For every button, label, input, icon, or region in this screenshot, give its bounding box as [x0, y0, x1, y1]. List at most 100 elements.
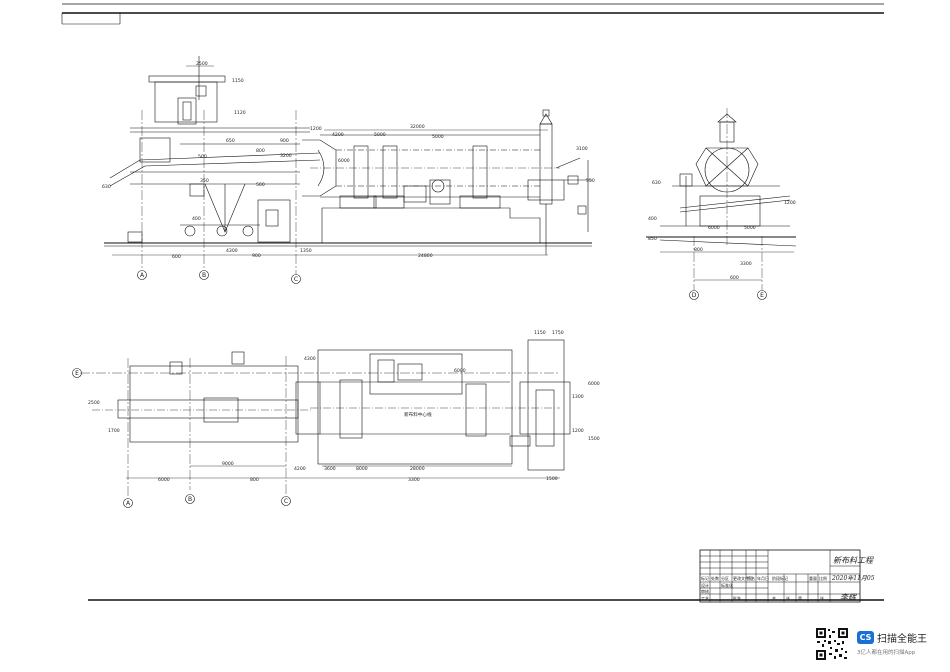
elevation-dimension: 4300 — [226, 248, 238, 254]
project-title: 新布料工程 — [833, 556, 874, 565]
title-block-cell: 标记 — [701, 575, 709, 581]
plan-dimension: 8000 — [356, 466, 368, 472]
elevation-dimension: 5000 — [432, 134, 444, 140]
side-dimension-labels: 1200 630 400 850 6000 5000 800 3300 600 — [648, 180, 796, 281]
elevation-dimension: 1150 — [232, 78, 244, 84]
elevation-dimension: 800 — [256, 148, 265, 154]
plan-dimension: 3600 — [324, 466, 336, 472]
plan-dimension: 800 — [250, 477, 259, 483]
plan-dimension: 2500 — [88, 400, 100, 406]
title-block-text: 标记 处数 分区 更改文件号 签名 年月日 设计 审核 工艺 标准化 批准 阶段… — [701, 556, 875, 602]
elevation-dimension: 1350 — [300, 248, 312, 254]
elevation-dimension: 3200 — [280, 153, 292, 159]
title-block-mid-label: 批准 — [733, 595, 741, 601]
elevation-dimension: 6000 — [338, 158, 350, 164]
title-block-scale-label: 比例 — [819, 575, 827, 581]
plan-dimension: 4200 — [294, 466, 306, 472]
elevation-dimension: 650 — [226, 138, 235, 144]
axis-label: E — [760, 292, 764, 299]
side-view — [646, 108, 797, 300]
plan-dimension: 1750 — [552, 330, 564, 336]
axis-label: B — [202, 272, 206, 279]
axis-label: A — [126, 500, 131, 507]
plan-view — [72, 339, 571, 508]
axis-label: E — [75, 370, 79, 377]
plan-dimension: 9000 — [222, 461, 234, 467]
elevation-dimension: 3100 — [576, 146, 588, 152]
plan-dimension: 6000 — [454, 368, 466, 374]
side-dimension: 6000 — [708, 225, 720, 231]
signature: 李辉 — [840, 593, 858, 602]
elevation-dimension: 5000 — [374, 132, 386, 138]
plan-dimension: 1150 — [534, 330, 546, 336]
app-logo-icon: CS — [857, 631, 874, 644]
plan-dimension: 28000 — [410, 466, 425, 472]
title-block-sheet-label: 第 — [798, 595, 802, 601]
elevation-dimension: 900 — [252, 253, 261, 259]
qr-code-icon — [815, 627, 849, 661]
elevation-dimension: 600 — [172, 254, 181, 260]
plan-dimension: 1500 — [588, 436, 600, 442]
title-block-cell: 分区 — [721, 575, 729, 581]
elevation-dimension: 900 — [280, 138, 289, 144]
elevation-dimension: 4200 — [332, 132, 344, 138]
plan-dimension: 1500 — [546, 476, 558, 482]
title-block-cell: 处数 — [711, 575, 719, 581]
title-block-weight-label: 重量 — [809, 575, 817, 581]
plan-dimension: 6000 — [588, 381, 600, 387]
title-block-sheet-label: 张 — [786, 595, 790, 601]
title-block-mid-label: 标准化 — [721, 582, 733, 588]
title-block-row-label: 设计 — [701, 582, 709, 588]
title-block-cell: 签名 — [747, 575, 755, 581]
side-dimension: 630 — [652, 180, 661, 186]
title-block — [699, 549, 861, 603]
axis-label: A — [140, 272, 145, 279]
title-block-row-label: 审核 — [701, 588, 709, 594]
elevation-dimension: 550 — [586, 178, 595, 184]
side-dimension: 5000 — [744, 225, 756, 231]
elevation-dimension: 500 — [198, 154, 207, 160]
plan-dimension: 1700 — [108, 428, 120, 434]
side-dimension: 1200 — [784, 200, 796, 206]
elevation-dimension: 24800 — [418, 253, 433, 259]
side-dimension: 800 — [694, 247, 703, 253]
elevation-dimension: 350 — [200, 178, 209, 184]
title-block-stage-label: 阶段标记 — [772, 575, 788, 581]
elevation-view — [104, 56, 592, 274]
axis-label: B — [188, 496, 192, 503]
app-name: 扫描全能王 — [877, 634, 927, 645]
elevation-dimension: 32000 — [410, 124, 425, 130]
plan-dimension: 6000 — [158, 477, 170, 483]
plan-dimension: 1300 — [572, 394, 584, 400]
elevation-dimension: 630 — [102, 184, 111, 190]
plan-dimension: 1200 — [572, 428, 584, 434]
scanner-watermark: CS 扫描全能王 3亿人都在用的扫描App — [815, 627, 940, 663]
elevation-dimension-labels: 2500 1150 1120 650 4200 5000 32000 5000 … — [102, 61, 595, 260]
title-block-sheet-label: 张 — [820, 595, 824, 601]
elevation-dimension: 400 — [192, 216, 201, 222]
plan-dimension-labels: 1150 1750 4300 2500 1700 1300 1200 1500 … — [88, 330, 600, 483]
elevation-dimension: 1120 — [234, 110, 246, 116]
sheet-frame — [61, 3, 884, 601]
title-block-row-label: 工艺 — [701, 596, 709, 601]
elevation-dimension: 2500 — [196, 61, 208, 67]
side-dimension: 600 — [730, 275, 739, 281]
plan-dimension: 3300 — [408, 477, 420, 483]
side-dimension: 400 — [648, 216, 657, 222]
axis-label: C — [294, 276, 298, 283]
title-block-cell: 年月日 — [757, 575, 769, 581]
side-dimension: 850 — [648, 236, 657, 242]
axis-label: D — [692, 292, 697, 299]
drawing-date: 2020年11月05 — [831, 574, 875, 582]
axis-label: C — [284, 498, 288, 505]
side-dimension: 3300 — [740, 261, 752, 267]
elevation-dimension: 1200 — [310, 126, 322, 132]
elevation-dimension: 500 — [256, 182, 265, 188]
centerline-note: 新布料中心线 — [404, 411, 432, 418]
plan-dimension: 4300 — [304, 356, 316, 362]
elevation-axis-markers — [137, 270, 301, 284]
title-block-sheet-label: 共 — [772, 595, 776, 601]
title-block-cell: 更改文件号 — [733, 575, 753, 581]
app-tagline: 3亿人都在用的扫描App — [857, 650, 916, 656]
